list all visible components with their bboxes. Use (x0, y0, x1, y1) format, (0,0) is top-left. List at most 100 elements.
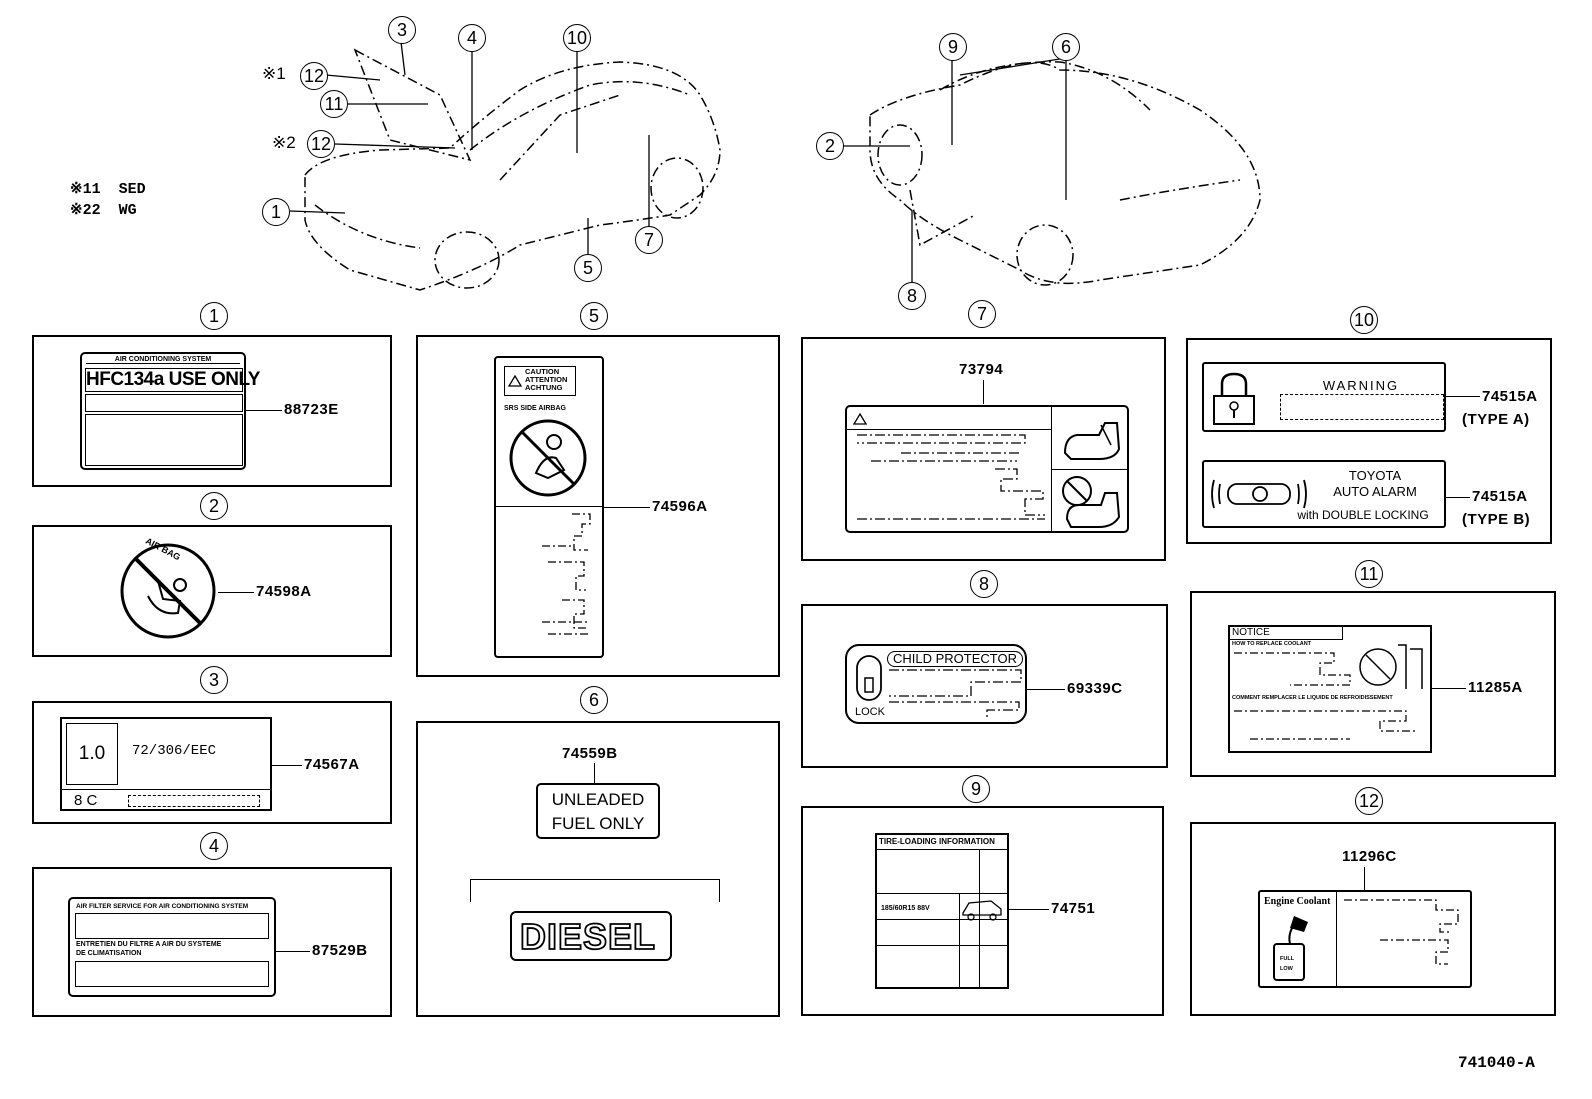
unleaded-fuel-label: UNLEADED FUEL ONLY (536, 783, 660, 839)
notice-text: NOTICE (1230, 627, 1343, 640)
panel-11-number: 11 (1355, 560, 1383, 588)
panel-10b-part-number: 74515A (1472, 488, 1528, 505)
panel-9-number: 9 (962, 775, 990, 803)
callout-12-wg-mark: ※2 (272, 133, 296, 152)
panel-8-leader (1027, 689, 1065, 690)
seat-warning-label (845, 405, 1129, 533)
child-protector-title: CHILD PROTECTOR (887, 651, 1023, 667)
panel-10b-leader (1446, 497, 1470, 498)
callout-4: 4 (458, 24, 486, 52)
panel-12-part-number: 11296C (1342, 848, 1397, 865)
diesel-bracket (470, 879, 720, 902)
panel-10b-type: (TYPE B) (1462, 511, 1531, 528)
callout-7: 7 (635, 226, 663, 254)
front-car-illustration (289, 41, 1261, 291)
panel-8-part-number: 69339C (1067, 680, 1123, 697)
unleaded-line1: UNLEADED (551, 790, 645, 809)
auto-alarm-line1: TOYOTA (1348, 468, 1402, 483)
padlock-icon (1213, 372, 1255, 425)
eec-code: 72/306/EEC (132, 743, 217, 759)
side-airbag-prohibition-icon (509, 419, 587, 497)
tire-loading-label: TIRE-LOADING INFORMATION 185/60R15 88V (875, 833, 1009, 989)
panel-4-leader (276, 951, 310, 952)
panel-12-number: 12 (1355, 787, 1383, 815)
panel-7-part-number: 73794 (959, 361, 1004, 378)
panel-1-number: 1 (200, 302, 228, 330)
panel-10a-type: (TYPE A) (1462, 411, 1530, 428)
callout-3: 3 (388, 16, 416, 44)
eec-bottom-text: 8 C (74, 792, 98, 809)
eec-bottom-field (128, 795, 260, 807)
callout-10: 10 (563, 24, 591, 52)
unleaded-line2: FUEL ONLY (551, 814, 645, 833)
panel-7-leader (983, 380, 984, 404)
auto-alarm-line2: AUTO ALARM (1333, 484, 1417, 499)
callout-12-sed: 12 (300, 62, 328, 90)
air-filter-label: AIR FILTER SERVICE FOR AIR CONDITIONING … (68, 897, 276, 997)
panel-1-part-number: 88723E (284, 401, 339, 418)
double-locking-text: with DOUBLE LOCKING (1297, 508, 1429, 522)
panel-3-part-number: 74567A (304, 756, 360, 773)
notice-line1: HOW TO REPLACE COOLANT (1232, 641, 1312, 647)
airbag-prohibition-icon (120, 543, 216, 639)
coolant-notice-label: NOTICE HOW TO REPLACE COOLANT COMMENT RE… (1228, 625, 1432, 753)
panel-9-leader (1009, 909, 1049, 910)
engine-coolant-title: Engine Coolant (1264, 896, 1331, 907)
side-airbag-text-placeholder (542, 513, 591, 635)
callout-5: 5 (574, 254, 602, 282)
panel-12-leader (1364, 867, 1365, 893)
lock-text: LOCK (855, 706, 885, 718)
panel-1-leader (246, 410, 282, 411)
air-filter-field-1 (75, 913, 269, 939)
notice-line2: COMMENT REMPLACER LE LIQUIDE DE REFROIDI… (1232, 695, 1393, 701)
ac-label-box (85, 414, 243, 466)
callout-1: 1 (262, 198, 290, 226)
coolant-reservoir-icon (1273, 916, 1308, 981)
panel-7-number: 7 (968, 300, 996, 328)
legend: ※11 SED (70, 179, 146, 198)
tire-loading-title: TIRE-LOADING INFORMATION (879, 837, 995, 846)
warning-text: WARNING (1322, 378, 1400, 393)
callout-12-sed-mark: ※1 (262, 64, 286, 83)
car-load-icon (962, 900, 1002, 921)
air-filter-line3: DE CLIMATISATION (76, 950, 142, 957)
panel-6-part-number: 74559B (562, 745, 618, 762)
warning-type-a-label: WARNING (1202, 362, 1446, 432)
air-filter-field-2 (75, 961, 269, 987)
callout-2: 2 (816, 132, 844, 160)
panel-4: AIR FILTER SERVICE FOR AIR CONDITIONING … (32, 867, 392, 1017)
callout-11: 11 (320, 90, 348, 118)
panel-9: TIRE-LOADING INFORMATION 185/60R15 88V 7… (801, 806, 1164, 1016)
panel-2-leader (218, 592, 254, 593)
notice-text-placeholder (1234, 644, 1423, 740)
panel-6: 74559B UNLEADED FUEL ONLY DIESEL (416, 721, 780, 1017)
callout-9: 9 (939, 33, 967, 61)
car-alarm-icon (1211, 479, 1307, 509)
panel-6-number: 6 (580, 686, 608, 714)
callout-12-wg: 12 (307, 130, 335, 158)
legend-item-wg: ※22 WG (70, 202, 137, 219)
figure-id: 741040-A (1458, 1054, 1535, 1072)
panel-1: AIR CONDITIONING SYSTEM HFC134a USE ONLY… (32, 335, 392, 487)
panel-3-leader (272, 765, 302, 766)
ac-label-header: AIR CONDITIONING SYSTEM (86, 356, 240, 364)
warning-field (1280, 394, 1444, 420)
auto-alarm-text: TOYOTA AUTO ALARM (1308, 468, 1442, 500)
panel-7: 73794 (801, 337, 1166, 561)
panel-10-number: 10 (1350, 306, 1378, 334)
full-mark: FULL (1280, 956, 1295, 962)
tire-size-text: 185/60R15 88V (881, 905, 930, 912)
panel-3-number: 3 (200, 666, 228, 694)
panel-9-part-number: 74751 (1051, 900, 1096, 917)
callout-6: 6 (1052, 33, 1080, 61)
lock-switch-icon (856, 655, 882, 701)
low-mark: LOW (1280, 966, 1293, 972)
air-filter-line1: AIR FILTER SERVICE FOR AIR CONDITIONING … (76, 903, 249, 910)
panel-12: 11296C Engine Coolant FULL LOW (1190, 822, 1556, 1016)
eec-label: 1.0 72/306/EEC 8 C (60, 717, 272, 811)
panel-10a-leader (1446, 396, 1480, 397)
